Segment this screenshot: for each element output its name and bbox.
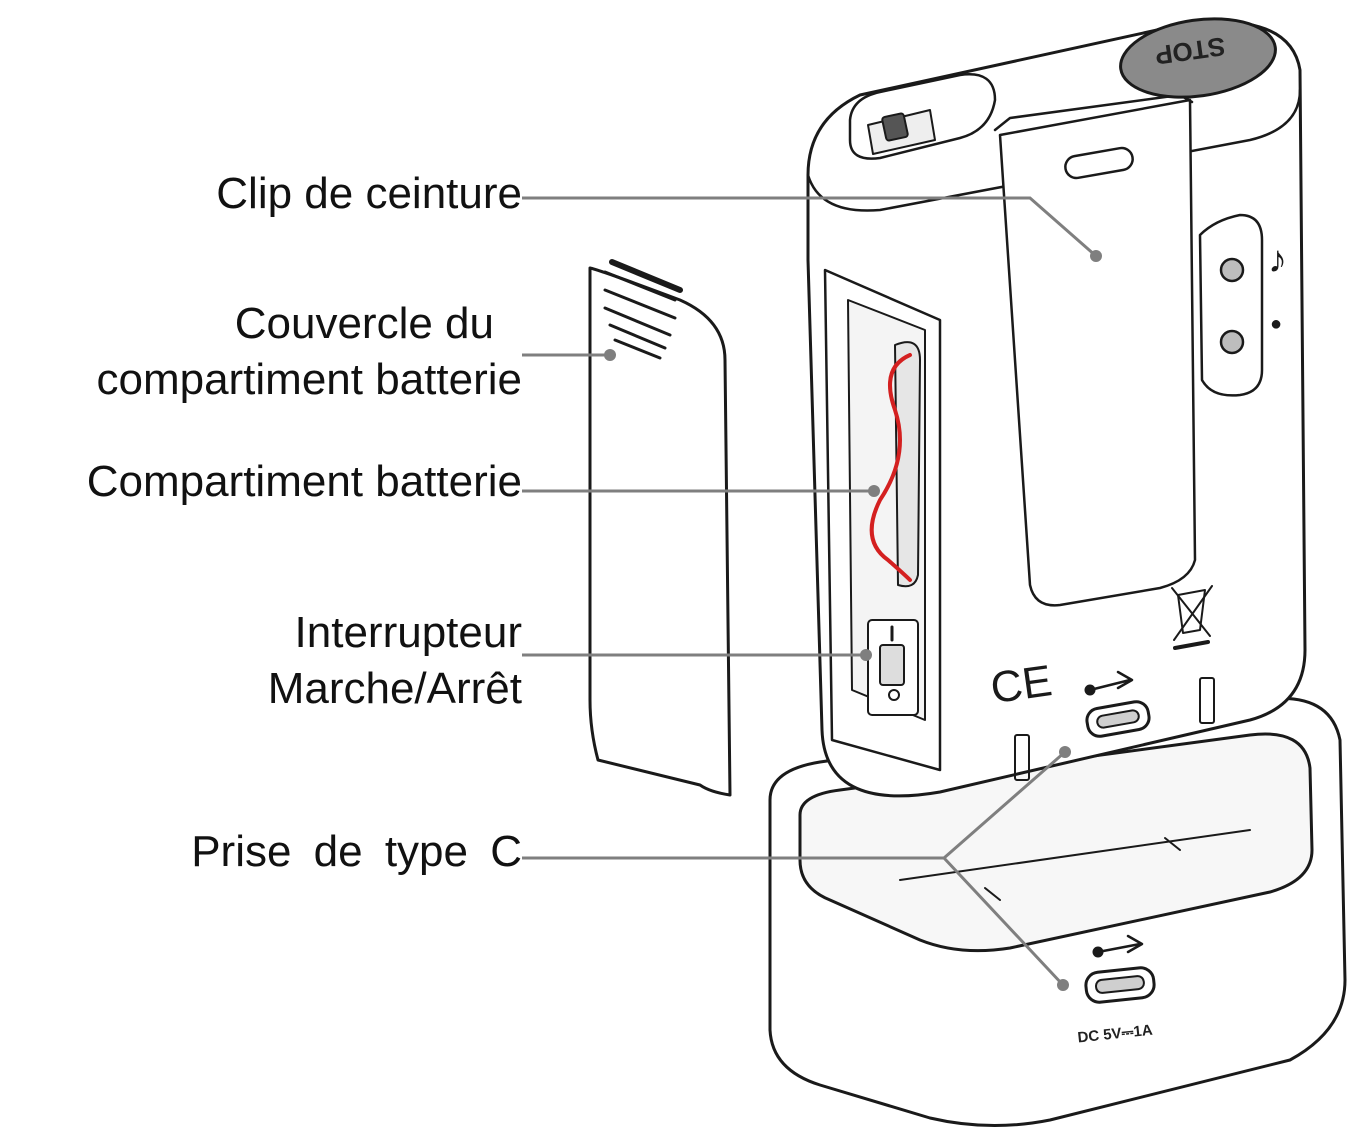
label-battery-compartment: Compartiment batterie — [87, 454, 522, 510]
label-power-switch: Interrupteur Marche/Arrêt — [268, 605, 522, 717]
dot-icon: ● — [1270, 313, 1282, 335]
device-body — [808, 22, 1305, 796]
leader-dot-power-switch — [860, 649, 872, 661]
leader-dot-typec-base — [1057, 979, 1069, 991]
battery-cover — [590, 262, 730, 795]
leader-dot-battery-compartment — [868, 485, 880, 497]
label-battery-cover-line1: Couvercle du — [96, 296, 522, 352]
label-battery-cover-line2: compartiment batterie — [96, 352, 522, 408]
label-belt-clip: Clip de ceinture — [216, 166, 522, 222]
label-typec-socket: Prise de type C — [191, 824, 522, 880]
ce-mark: CE — [988, 656, 1055, 713]
label-power-switch-line1: Interrupteur — [268, 605, 522, 661]
leader-dot-battery-cover — [604, 349, 616, 361]
label-battery-cover: Couvercle du compartiment batterie — [96, 296, 522, 408]
leader-dot-typec-body — [1059, 746, 1071, 758]
label-power-switch-line2: Marche/Arrêt — [268, 661, 522, 717]
leader-dot-belt-clip — [1090, 250, 1102, 262]
music-note-icon: ♪ — [1268, 239, 1287, 281]
